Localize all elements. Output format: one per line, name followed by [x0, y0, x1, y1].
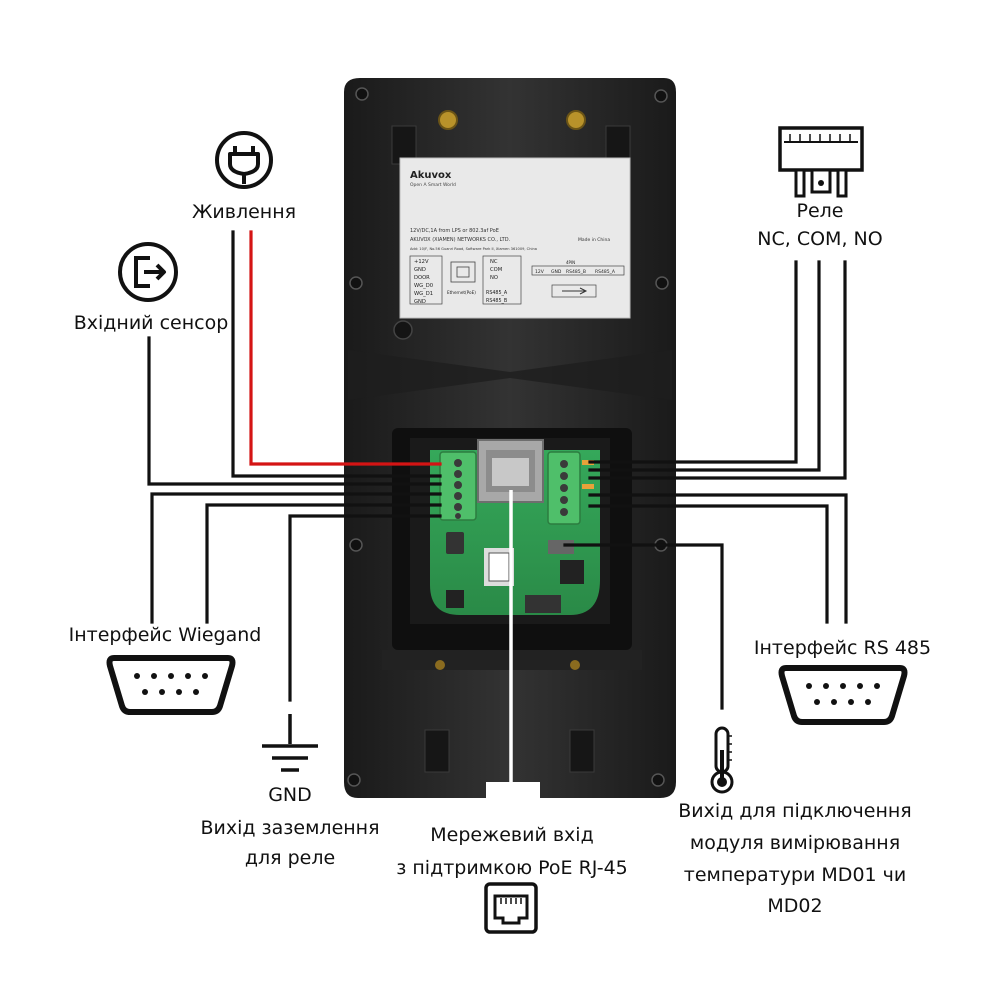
- sticker-brand: Akuvox: [410, 170, 452, 181]
- label-rs485: Інтерфейс RS 485: [753, 637, 932, 659]
- sticker-bottom-2: RS485_B: [566, 269, 586, 275]
- label-sensor: Вхідний сенсор: [73, 312, 229, 334]
- wire-power-gnd: [231, 230, 442, 478]
- wire-rs485-a: [588, 493, 848, 624]
- sticker-term-l4: WG_D1: [414, 291, 433, 297]
- ground-icon: [262, 714, 318, 772]
- sticker-term-r4: RS485_B: [486, 298, 507, 304]
- label-temp-4: MD02: [767, 895, 823, 917]
- label-relay-title: Реле: [796, 200, 844, 222]
- relay-icon: [778, 126, 864, 198]
- sticker-bottom-0: 12V: [535, 269, 545, 275]
- device-label-sticker: Akuvox Open A Smart World 12V/DC,1A from…: [399, 157, 631, 319]
- plug-icon: [215, 131, 273, 189]
- sticker-term-r3: RS485_A: [486, 290, 508, 296]
- db9-connector-icon: [106, 655, 236, 715]
- sticker-address: Add: 10/F, No.56 Guanri Road, Software P…: [410, 247, 537, 251]
- wire-power-positive: [249, 230, 442, 466]
- wire-relay-gnd: [288, 514, 442, 702]
- sticker-term-r2: NO: [490, 275, 498, 281]
- wire-relay-no: [588, 260, 847, 480]
- sticker-term-r1: COM: [490, 267, 502, 273]
- sticker-term-l3: WG_D0: [414, 283, 433, 289]
- sticker-term-l1: GND: [414, 267, 426, 273]
- wire-wiegand-d1: [205, 503, 442, 624]
- wires: [147, 230, 848, 710]
- label-gnd-desc-1: Вихід заземлення: [200, 817, 380, 839]
- wire-wiegand-d0: [150, 492, 442, 624]
- ethernet-port-icon: [484, 882, 538, 934]
- db9-connector-icon: [778, 665, 908, 725]
- thermometer-icon: [710, 726, 734, 794]
- sticker-bottom-3: RS485_A: [595, 269, 616, 275]
- wire-sensor: [147, 336, 442, 486]
- sticker-ethernet: Ethernet(PoE): [447, 290, 476, 295]
- wire-rs485-b: [588, 504, 829, 624]
- label-wiegand: Інтерфейс Wiegand: [68, 624, 262, 646]
- wire-temp-module: [563, 543, 724, 710]
- sticker-term-l5: GND: [414, 299, 426, 305]
- wire-relay-nc: [588, 260, 798, 464]
- sticker-pin-label: 4PIN: [566, 260, 575, 265]
- sticker-bottom-1: GND: [551, 269, 562, 275]
- label-gnd: GND: [268, 784, 312, 806]
- label-temp-1: Вихід для підключення: [678, 800, 912, 822]
- label-temp-3: температури MD01 чи: [683, 864, 907, 886]
- label-rj45-1: Мережевий вхід: [430, 824, 594, 846]
- sticker-tagline: Open A Smart World: [410, 182, 456, 188]
- exit-icon: [118, 242, 178, 302]
- sticker-term-l0: +12V: [414, 259, 429, 265]
- label-gnd-desc-2: для реле: [244, 847, 336, 869]
- label-power: Живлення: [191, 201, 297, 223]
- label-relay-contacts: NC, COM, NO: [757, 228, 883, 250]
- sticker-spec: 12V/DC,1A from LPS or 802.3af PoE: [410, 228, 499, 234]
- label-rj45-2: з підтримкою PoE RJ-45: [396, 857, 628, 879]
- sticker-origin: Made in China: [578, 237, 610, 243]
- label-temp-2: модуля вимірювання: [689, 832, 901, 854]
- sticker-term-l2: DOOR: [414, 275, 430, 281]
- sticker-term-r0: NC: [490, 259, 498, 265]
- sticker-maker: AKUVOX (XIAMEN) NETWORKS CO., LTD.: [410, 237, 511, 243]
- wire-relay-com: [588, 260, 821, 472]
